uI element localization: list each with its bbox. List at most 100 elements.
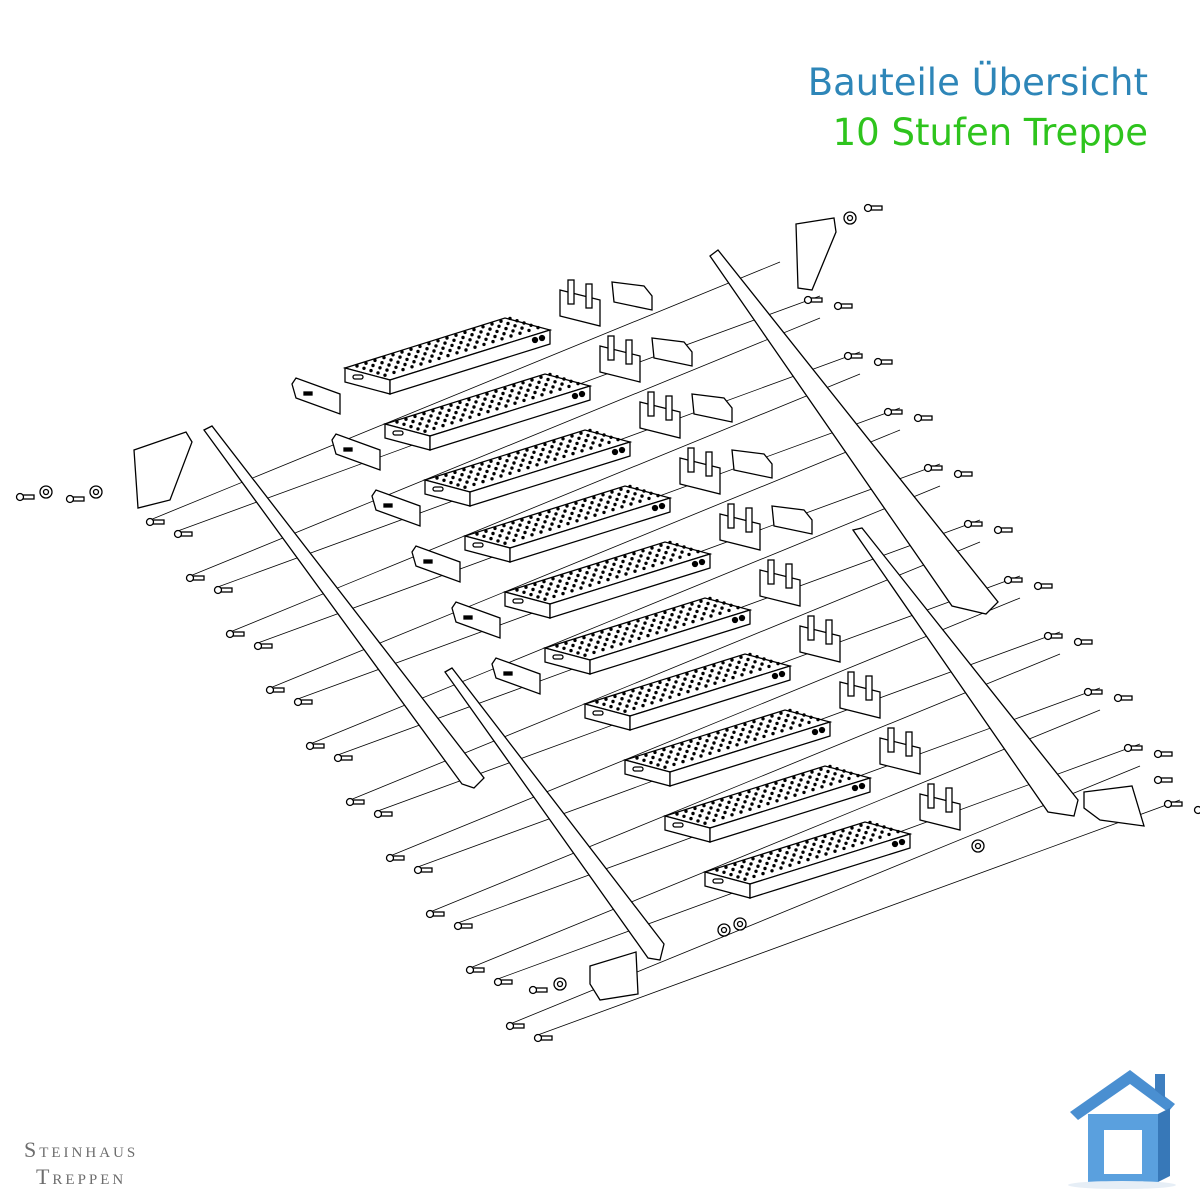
holder-plate <box>679 457 721 495</box>
step-holder <box>719 503 813 551</box>
tread-side <box>669 721 831 787</box>
bolt <box>65 494 85 504</box>
bolt-hole <box>898 838 906 846</box>
bolt <box>15 492 35 502</box>
holder-rod <box>745 507 753 533</box>
step-holder <box>759 559 801 607</box>
slot <box>432 486 444 492</box>
bolt <box>1123 743 1143 753</box>
tread-side <box>589 609 751 675</box>
bolt <box>863 203 883 213</box>
assembly-line <box>389 597 1021 857</box>
bolt-hole <box>611 448 619 456</box>
step-tread <box>542 596 753 675</box>
bolt-hole <box>811 728 819 736</box>
step-holder <box>879 727 921 775</box>
assembly-line <box>534 799 1181 1037</box>
bolt <box>1153 775 1173 785</box>
holder-rod <box>687 447 695 473</box>
step-tread <box>462 484 673 563</box>
bolt-hole <box>531 336 539 344</box>
bolt <box>1153 749 1173 759</box>
bolt <box>253 641 273 651</box>
holder-rod <box>567 279 575 305</box>
slot <box>352 374 364 380</box>
holder-plate <box>719 513 761 551</box>
diagram-title: Bauteile Übersicht <box>807 61 1148 104</box>
step-tread <box>342 316 553 395</box>
angle-plate <box>331 433 381 471</box>
angle-plate <box>371 489 421 527</box>
bolt-hole <box>731 616 739 624</box>
angle-plate <box>491 657 541 695</box>
holder-rod <box>887 727 895 753</box>
diagram-subtitle: 10 Stufen Treppe <box>832 111 1148 154</box>
assembly-line <box>469 709 1101 969</box>
bolt-hole <box>691 560 699 568</box>
bolt <box>465 965 485 975</box>
slot <box>512 598 524 604</box>
end-plate <box>651 337 693 367</box>
tread-side <box>549 553 711 619</box>
wall-bracket-right <box>795 217 837 291</box>
step-holder <box>599 335 693 383</box>
bolt <box>385 853 405 863</box>
bolt-hole <box>738 614 746 622</box>
step-holder <box>919 783 961 831</box>
brand-line2: Treppen <box>35 1164 127 1189</box>
slot <box>592 710 604 716</box>
title-block: Bauteile Übersicht 10 Stufen Treppe <box>808 58 1148 158</box>
bolt <box>373 809 393 819</box>
holder-rod <box>607 335 615 361</box>
end-plate <box>611 281 653 311</box>
holder-rod <box>625 339 633 365</box>
holder-plate <box>599 345 641 383</box>
end-plate <box>771 505 813 535</box>
end-plate <box>691 393 733 423</box>
right-stringer-lower <box>851 527 1079 817</box>
holder-rod <box>585 283 593 309</box>
step-holder <box>839 671 881 719</box>
house-icon <box>1068 1070 1176 1189</box>
bolt-hole <box>658 502 666 510</box>
bolt <box>1083 687 1103 697</box>
bolt <box>953 469 973 479</box>
bolt <box>185 573 205 583</box>
bolt <box>345 797 365 807</box>
tread-side <box>749 833 911 899</box>
assembly-line <box>149 261 781 521</box>
bolt <box>1043 631 1063 641</box>
brand-wordmark: Steinhaus Treppen <box>24 1136 138 1190</box>
bolt <box>493 977 513 987</box>
bolt <box>413 865 433 875</box>
holder-rod <box>785 563 793 589</box>
tread-side <box>469 441 631 507</box>
angle-plate <box>291 377 341 415</box>
angle-plate <box>451 601 501 639</box>
holder-rod <box>767 559 775 585</box>
step-tread <box>582 652 793 731</box>
holder-plate <box>839 681 881 719</box>
bolt <box>843 351 863 361</box>
bolt-hole <box>778 670 786 678</box>
holder-plate <box>799 625 841 663</box>
bolt-hole <box>771 672 779 680</box>
bolt <box>173 529 193 539</box>
bolt <box>993 525 1013 535</box>
holder-rod <box>847 671 855 697</box>
bolt <box>425 909 445 919</box>
bolt <box>1003 575 1023 585</box>
tread-side <box>709 777 871 843</box>
step-holder <box>639 391 733 439</box>
bolt <box>1033 581 1053 591</box>
bolt-hole <box>818 726 826 734</box>
holder-rod <box>727 503 735 529</box>
holder-plate <box>759 569 801 607</box>
bolt <box>505 1021 525 1031</box>
slot <box>712 878 724 884</box>
bolt <box>453 921 473 931</box>
slot <box>552 654 564 660</box>
slot <box>392 430 404 436</box>
bolt-hole <box>858 782 866 790</box>
